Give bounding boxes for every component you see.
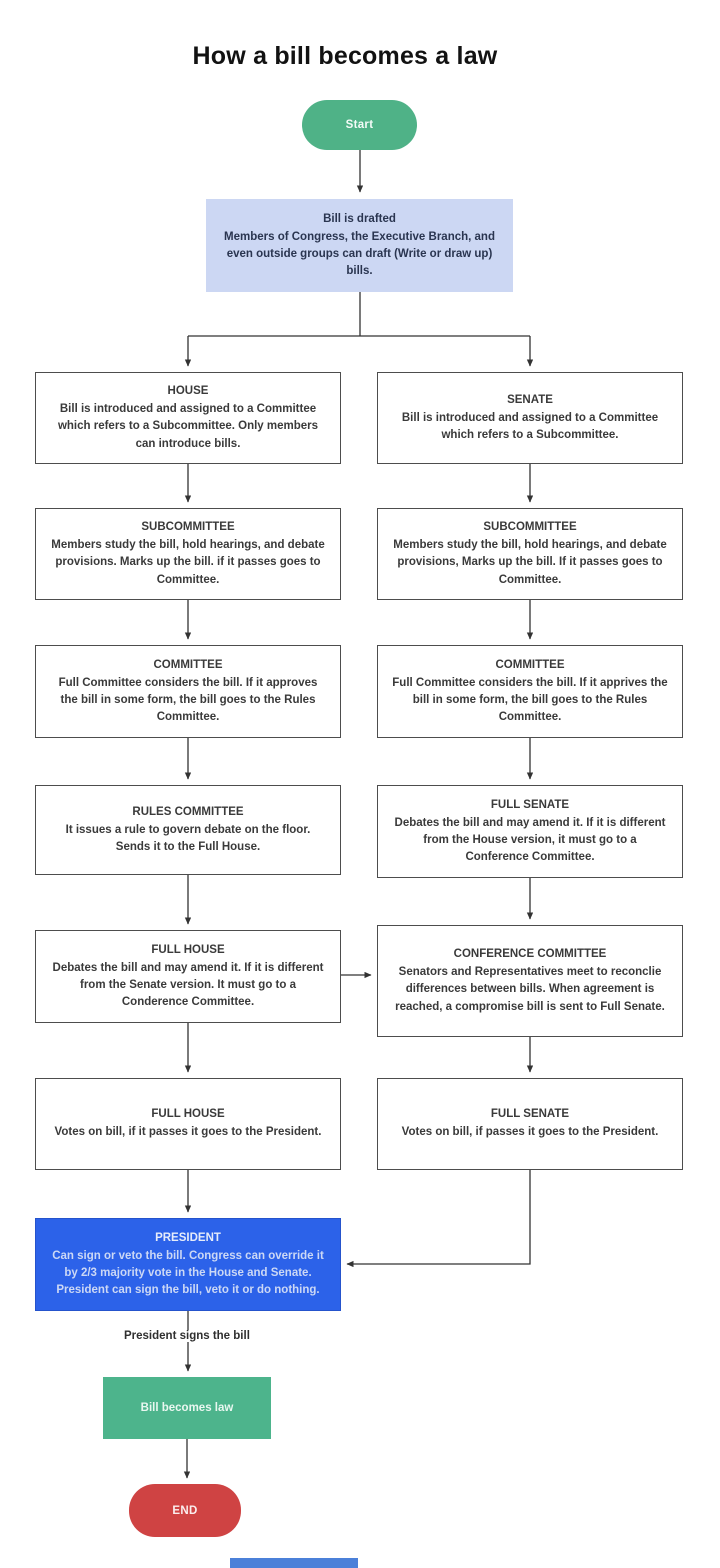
senate-body: Bill is introduced and assigned to a Com… <box>401 411 659 441</box>
full-house-votes-title: FULL HOUSE <box>151 1108 225 1121</box>
cutoff-blue-element <box>230 1558 358 1568</box>
arrow-fullsenate-votes-to-president <box>346 1170 531 1268</box>
full-house-debates-body: Debates the bill and may amend it. If it… <box>52 961 324 1009</box>
subcommittee-senate-node: SUBCOMMITTEE Members study the bill, hol… <box>377 508 683 600</box>
full-senate-debates-title: FULL SENATE <box>490 798 570 811</box>
rules-committee-title: RULES COMMITTEE <box>132 805 244 818</box>
full-house-votes-body: Votes on bill, if it passes it goes to t… <box>54 1126 322 1139</box>
senate-title: SENATE <box>507 393 553 406</box>
full-senate-votes-title: FULL SENATE <box>490 1108 570 1121</box>
committee-house-node: COMMITTEE Full Committee considers the b… <box>35 645 341 738</box>
bill-drafted-body: Members of Congress, the Executive Branc… <box>224 230 495 278</box>
house-title: HOUSE <box>167 385 209 398</box>
full-house-debates-node: FULL HOUSE Debates the bill and may amen… <box>35 930 341 1023</box>
committee-senate-body: Full Committee considers the bill. If it… <box>392 676 668 724</box>
full-senate-debates-node: FULL SENATE Debates the bill and may ame… <box>377 785 683 878</box>
end-label: END <box>172 1504 198 1517</box>
bill-drafted-node: Bill is drafted Members of Congress, the… <box>206 199 513 292</box>
start-label: Start <box>345 119 374 131</box>
subcommittee-senate-title: SUBCOMMITTEE <box>483 521 577 534</box>
conference-committee-node: CONFERENCE COMMITTEE Senators and Repres… <box>377 925 683 1037</box>
bill-drafted-title: Bill is drafted <box>323 212 396 225</box>
president-signs-label: President signs the bill <box>120 1330 254 1342</box>
bill-becomes-law-label: Bill becomes law <box>140 1402 234 1414</box>
full-house-debates-title: FULL HOUSE <box>151 943 225 956</box>
house-node: HOUSE Bill is introduced and assigned to… <box>35 372 341 464</box>
committee-senate-node: COMMITTEE Full Committee considers the b… <box>377 645 683 738</box>
page-title: How a bill becomes a law <box>192 42 498 70</box>
subcommittee-senate-body: Members study the bill, hold hearings, a… <box>393 539 667 586</box>
bill-becomes-law-node: Bill becomes law <box>103 1377 271 1439</box>
full-senate-votes-body: Votes on bill, if passes it goes to the … <box>401 1126 659 1139</box>
subcommittee-house-body: Members study the bill, hold hearings, a… <box>51 539 325 586</box>
committee-senate-title: COMMITTEE <box>495 658 565 671</box>
rules-committee-node: RULES COMMITTEE It issues a rule to gove… <box>35 785 341 875</box>
senate-node: SENATE Bill is introduced and assigned t… <box>377 372 683 464</box>
full-senate-votes-node: FULL SENATE Votes on bill, if passes it … <box>377 1078 683 1170</box>
full-house-votes-node: FULL HOUSE Votes on bill, if it passes i… <box>35 1078 341 1170</box>
conference-committee-body: Senators and Representatives meet to rec… <box>395 966 665 1013</box>
president-body: Can sign or veto the bill. Congress can … <box>52 1249 324 1297</box>
full-senate-debates-body: Debates the bill and may amend it. If it… <box>394 816 666 864</box>
conference-committee-title: CONFERENCE COMMITTEE <box>453 948 607 961</box>
start-node: Start <box>302 100 417 150</box>
rules-committee-body: It issues a rule to govern debate on the… <box>65 823 311 853</box>
subcommittee-house-node: SUBCOMMITTEE Members study the bill, hol… <box>35 508 341 600</box>
committee-house-body: Full Committee considers the bill. If it… <box>58 676 318 724</box>
subcommittee-house-title: SUBCOMMITTEE <box>141 521 235 534</box>
end-node: END <box>129 1484 241 1537</box>
president-node: PRESIDENT Can sign or veto the bill. Con… <box>35 1218 341 1311</box>
president-title: PRESIDENT <box>155 1231 221 1244</box>
committee-house-title: COMMITTEE <box>153 658 223 671</box>
house-body: Bill is introduced and assigned to a Com… <box>57 403 319 450</box>
